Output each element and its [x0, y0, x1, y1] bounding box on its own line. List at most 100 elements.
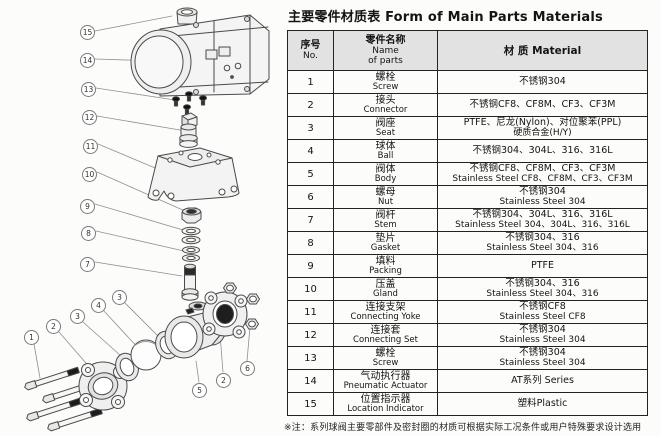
- callout-5: 5: [192, 383, 207, 398]
- part-name-en: Gland: [373, 288, 398, 299]
- row-no: 6: [287, 185, 334, 209]
- row-no: 15: [287, 392, 334, 416]
- material-line: AT系列 Series: [511, 374, 574, 386]
- part-name-en: Connecting Yoke: [350, 311, 421, 322]
- part-name-cn: 连接套: [370, 324, 401, 336]
- callout-2-left: 2: [46, 319, 61, 334]
- part-name-cn: 接头: [375, 94, 396, 106]
- material-line: 不锈钢304、304L、316、316L: [472, 208, 613, 220]
- callout-15: 15: [80, 25, 95, 40]
- row-material: 塑料Plastic: [437, 392, 648, 416]
- part-name-en: Packing: [369, 265, 402, 276]
- part-name-cn: 连接支架: [365, 301, 406, 313]
- material-line: 不锈钢304: [519, 346, 566, 358]
- callout-14: 14: [80, 53, 95, 68]
- material-line: 不锈钢304: [519, 185, 566, 197]
- callout-7: 7: [80, 257, 95, 272]
- header-row: 序号 No. 零件名称 Name of parts 材 质 Material: [287, 30, 648, 71]
- part-name-en: Nut: [377, 196, 394, 207]
- row-material: 不锈钢304: [437, 70, 648, 94]
- material-line: Stainless Steel 304: [499, 197, 586, 208]
- callout-11: 11: [83, 139, 98, 154]
- material-line: Stainless Steel 304、316: [486, 289, 599, 300]
- row-no: 9: [287, 254, 334, 278]
- col-header-no: 序号 No.: [287, 30, 334, 71]
- material-line: Stainless Steel 304、316: [486, 243, 599, 254]
- row-material: PTFE: [437, 254, 648, 278]
- part-name-cn: 气动执行器: [360, 370, 411, 382]
- callout-2-right: 2: [216, 373, 231, 388]
- part-name-en: Screw: [372, 357, 399, 368]
- row-material: AT系列 Series: [437, 369, 648, 393]
- col-header-name-cn: 零件名称: [365, 35, 406, 46]
- row-no: 11: [287, 300, 334, 324]
- material-line: Stainless Steel 304、304L、316、316L: [455, 220, 630, 231]
- callout-10: 10: [82, 167, 97, 182]
- callout-13: 13: [81, 82, 96, 97]
- row-no: 14: [287, 369, 334, 393]
- part-name-cn: 螺母: [375, 186, 396, 198]
- stem-part: [181, 263, 199, 301]
- part-name-cn: 螺栓: [375, 347, 396, 359]
- callout-3-right: 3: [112, 290, 127, 305]
- col-header-name-en2: of parts: [368, 56, 403, 66]
- position-indicator-part: [176, 7, 198, 25]
- part-name-cn: 垫片: [375, 232, 396, 244]
- packing-part: [181, 226, 201, 245]
- part-name-en: Stem: [374, 219, 397, 230]
- flange-connector-right-part: [202, 291, 248, 339]
- callout-8: 8: [81, 226, 96, 241]
- material-line: Stainless Steel 304: [499, 335, 586, 346]
- row-no: 12: [287, 323, 334, 347]
- materials-panel: 主要零件材质表 Form of Main Parts Materials 序号 …: [284, 0, 659, 433]
- material-line: 不锈钢304、304L、316、316L: [472, 144, 613, 156]
- col-header-material: 材 质 Material: [437, 30, 648, 71]
- exploded-view-diagram: 15 14 13 12 11 10 9 8 7 3 4 3 2 1 5 2 6: [0, 0, 287, 436]
- material-line: 塑料Plastic: [517, 397, 568, 409]
- gland-part: [181, 207, 202, 224]
- material-line: PTFE、尼龙(Nylon)、对位聚苯(PPL): [463, 116, 622, 128]
- callout-6: 6: [240, 361, 255, 376]
- callout-12: 12: [82, 110, 97, 125]
- row-no: 5: [287, 162, 334, 186]
- material-line: 硬质合金(H/Y): [513, 128, 572, 139]
- material-line: 不锈钢CF8: [519, 300, 566, 312]
- part-name-cn: 填料: [375, 255, 396, 267]
- connecting-set-part: [179, 112, 198, 148]
- material-line: Stainless Steel CF8: [499, 312, 586, 323]
- material-line: Stainless Steel 304: [499, 358, 586, 369]
- row-material: 不锈钢CF8、CF8M、CF3、CF3M: [437, 93, 648, 117]
- col-header-name: 零件名称 Name of parts: [333, 30, 438, 71]
- nuts-part: [223, 282, 260, 330]
- part-name-en: Screw: [372, 81, 399, 92]
- part-name-en: Connecting Set: [353, 334, 418, 345]
- material-line: PTFE: [531, 259, 554, 271]
- callout-1: 1: [24, 330, 39, 345]
- part-name-en: Pneumatic Actuator: [343, 380, 428, 391]
- part-name-en: Gasket: [370, 242, 401, 253]
- part-name-en: Connector: [363, 104, 408, 115]
